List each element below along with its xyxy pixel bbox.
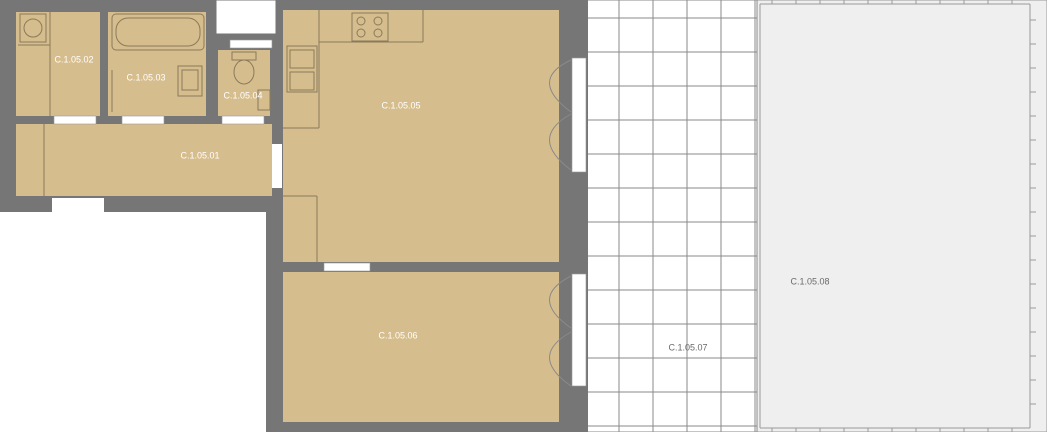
garden-area <box>756 0 1047 432</box>
fixtures <box>19 10 424 262</box>
room-label-c10505: C.1.05.05 <box>381 100 420 110</box>
room-label-c10501: C.1.05.01 <box>180 150 219 160</box>
room-label-c10507: C.1.05.07 <box>668 342 707 352</box>
floor-c10504 <box>218 50 270 116</box>
floor-c10503 <box>108 12 206 116</box>
interior-doors <box>53 39 371 272</box>
floor-c10506 <box>283 272 559 422</box>
room-labels: C.1.05.02 C.1.05.03 C.1.05.04 C.1.05.01 … <box>54 54 829 352</box>
room-floors <box>16 10 559 422</box>
room-label-c10503: C.1.05.03 <box>126 72 165 82</box>
floor-c10501 <box>16 124 272 196</box>
floor-c10505 <box>283 10 559 262</box>
room-label-c10504: C.1.05.04 <box>223 90 262 100</box>
room-label-c10506: C.1.05.06 <box>378 330 417 340</box>
floor-c10502 <box>16 12 100 116</box>
room-label-c10502: C.1.05.02 <box>54 54 93 64</box>
terrace-area <box>584 0 758 432</box>
room-label-c10508: C.1.05.08 <box>790 276 829 286</box>
garden-fence <box>771 0 1036 432</box>
balcony-doors <box>549 57 587 387</box>
